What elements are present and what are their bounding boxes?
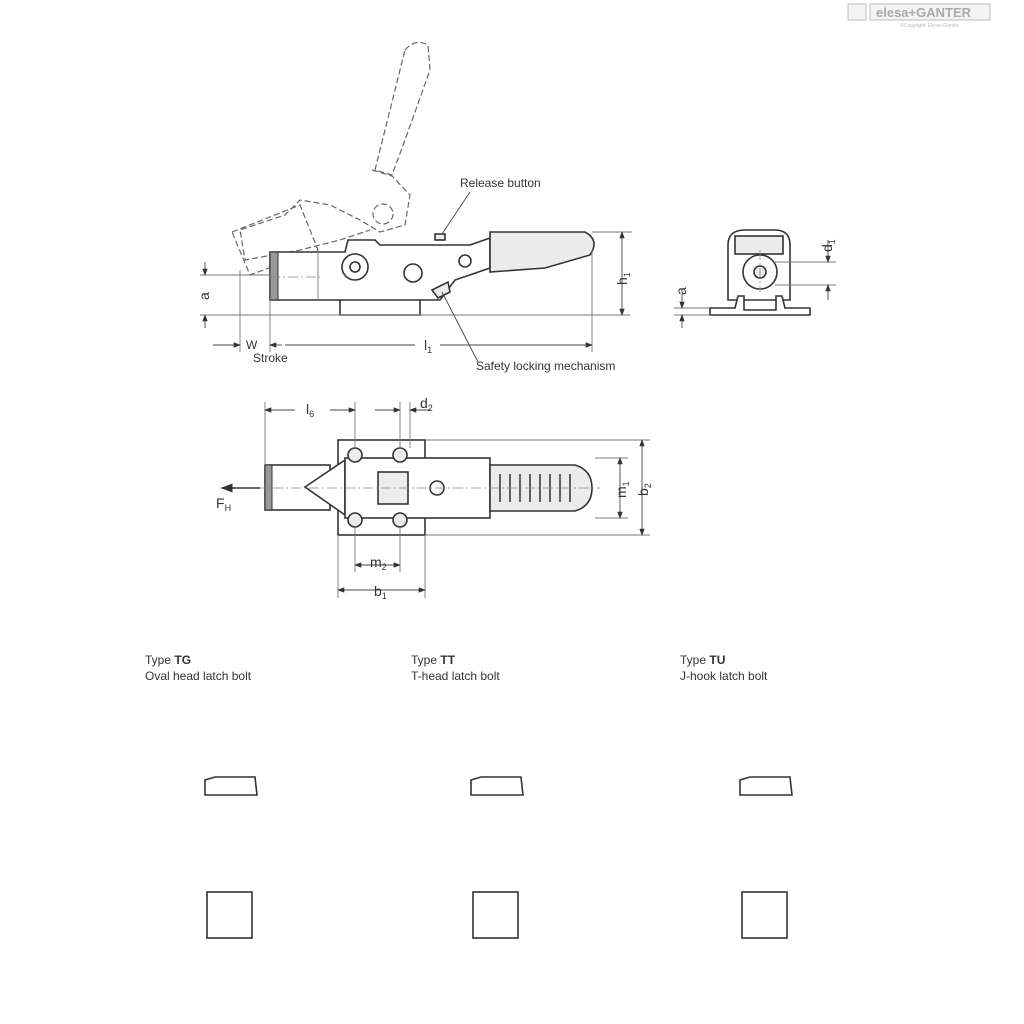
- catch-shape: l2 l5 h2 a Catch: [204, 776, 258, 796]
- force-fh-label: FH: [216, 495, 231, 513]
- logo-text: elesa+GANTER: [876, 5, 972, 20]
- type-title: Type TU: [680, 653, 725, 667]
- catch-plate: d5 Latch bolt d1 b4 d5 m5 b6: [741, 891, 788, 939]
- dim-w: W: [246, 338, 258, 352]
- dim-l1: l1: [424, 337, 432, 355]
- logo-copyright: ©Copyright: Elesa+Ganter: [900, 22, 959, 29]
- brand-logo: elesa+GANTER ©Copyright: Elesa+Ganter: [847, 3, 991, 29]
- latch-types: Type TG Oval head latch bolt l2 l5 h2: [145, 653, 793, 939]
- handle-grip: [489, 231, 595, 273]
- catch-plate: d4 Latch bolt d1 b4 d5 m3 b5: [472, 891, 519, 939]
- catch-shape: l4 l5 h3 a Catch: [739, 776, 793, 796]
- dim-b1: b1: [374, 583, 387, 601]
- type-side-view: l3 l5 h2 a Catch: [470, 776, 524, 796]
- release-button-label: Release button: [460, 176, 541, 190]
- type-top-view: d3 Latch bolt d1 b3 b7 m4 m3 b3: [206, 891, 253, 939]
- logo-icon: [847, 3, 867, 21]
- dim-m2: m2: [370, 554, 387, 572]
- type-panel-tt: Type TT T-head latch bolt l3 l5 h2: [411, 653, 524, 939]
- dim-a-end: a: [673, 287, 689, 295]
- type-top-view: d4 Latch bolt d1 b4 d5 m3 b5: [472, 891, 519, 939]
- catch-plate: d3 Latch bolt d1 b3 b7 m4 m3 b3: [206, 891, 253, 939]
- dim-h1: h1: [614, 272, 632, 285]
- type-panel-tu: Type TU J-hook latch bolt l4 l5 h3: [680, 653, 793, 939]
- bolt-end: [269, 251, 279, 301]
- dim-d1-end: d1: [819, 239, 837, 252]
- catch-shape: l3 l5 h2 a Catch: [470, 776, 524, 796]
- top-view: l6 d2 m1 b2 m2 b1 FH: [216, 395, 653, 601]
- type-side-view: l2 l5 h2 a Catch: [204, 776, 258, 796]
- handle-grip-top: [489, 464, 593, 512]
- safety-locking-label: Safety locking mechanism: [476, 359, 615, 373]
- type-title: Type TG: [145, 653, 191, 667]
- end-view: d1 a: [673, 229, 837, 328]
- release-button-shape: [434, 233, 446, 241]
- dim-m1: m1: [613, 481, 631, 498]
- type-description: J-hook latch bolt: [680, 669, 768, 683]
- type-top-view: d5 Latch bolt d1 b4 d5 m5 b6: [741, 891, 788, 939]
- raised-handle-outline: [231, 41, 431, 276]
- clamp-body: [269, 236, 491, 316]
- type-description: Oval head latch bolt: [145, 669, 252, 683]
- stroke-label: Stroke: [253, 351, 288, 365]
- type-side-view: l4 l5 h3 a Catch: [739, 776, 793, 796]
- side-view: a h1 W Stroke l1 Release button Safety l…: [196, 41, 632, 373]
- type-description: T-head latch bolt: [411, 669, 500, 683]
- dim-d2: d2: [420, 395, 433, 413]
- dim-a-side: a: [196, 292, 212, 300]
- type-panel-tg: Type TG Oval head latch bolt l2 l5 h2: [145, 653, 258, 939]
- dim-b2: b2: [635, 483, 653, 496]
- safety-lock-shape: [430, 280, 451, 300]
- dim-l6: l6: [306, 401, 314, 419]
- type-title: Type TT: [411, 653, 456, 667]
- end-base: [709, 295, 811, 316]
